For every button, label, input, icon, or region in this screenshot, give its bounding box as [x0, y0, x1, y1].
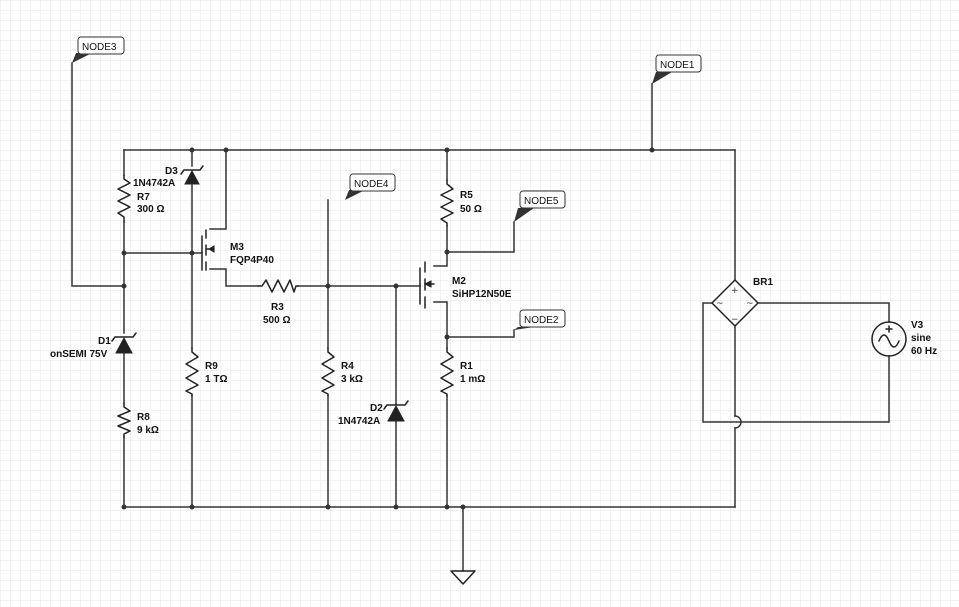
- resistor-r8-symbol[interactable]: [117, 402, 131, 438]
- net-tag-label: NODE5: [524, 196, 559, 207]
- r5-value-label: 50 Ω: [460, 204, 482, 215]
- zener-d2-symbol[interactable]: [383, 400, 409, 422]
- r3-ref-label: R3: [271, 302, 284, 313]
- zener-d1-symbol[interactable]: [111, 332, 137, 354]
- r7-value-label: 300 Ω: [137, 204, 164, 215]
- zener-d3-symbol[interactable]: [180, 165, 204, 185]
- m3-value-label: FQP4P40: [230, 255, 274, 266]
- d3-value-label: 1N4742A: [133, 178, 175, 189]
- net-tag-node3[interactable]: NODE3: [72, 36, 125, 63]
- m2-ref-label: M2: [452, 276, 466, 287]
- resistor-r7-symbol[interactable]: [117, 174, 131, 223]
- net-tag-label: NODE1: [660, 60, 695, 71]
- resistor-r4-symbol[interactable]: [321, 347, 335, 397]
- bridge-plus-symbol: +: [731, 286, 739, 296]
- net-tag-node4[interactable]: NODE4: [345, 173, 396, 200]
- d1-ref-label: D1: [98, 336, 111, 347]
- v3-value-label: sine: [911, 333, 931, 344]
- ac-source-v3-symbol[interactable]: [871, 321, 907, 357]
- r5-ref-label: R5: [460, 190, 473, 201]
- resistor-r9-symbol[interactable]: [185, 347, 199, 397]
- v3-freq-label: 60 Hz: [911, 346, 937, 357]
- d1-value-label: onSEMI 75V: [50, 349, 108, 360]
- r8-ref-label: R8: [137, 412, 150, 423]
- m2-value-label: SiHP12N50E: [452, 289, 512, 300]
- r7-ref-label: R7: [137, 192, 150, 203]
- net-tag-label: NODE2: [524, 315, 559, 326]
- net-tag-node1[interactable]: NODE1: [652, 54, 702, 84]
- net-tag-node2[interactable]: NODE2: [514, 309, 566, 330]
- bridge-br1-symbol[interactable]: [711, 279, 759, 327]
- r4-ref-label: R4: [341, 361, 354, 372]
- net-tag-label: NODE3: [82, 42, 117, 53]
- r4-value-label: 3 kΩ: [341, 374, 363, 385]
- net-tag-node5[interactable]: NODE5: [514, 190, 566, 222]
- resistor-r1-symbol[interactable]: [440, 347, 454, 397]
- resistor-r3-symbol[interactable]: [257, 279, 299, 293]
- net-tag-label: NODE4: [354, 179, 389, 190]
- r9-ref-label: R9: [205, 361, 218, 372]
- bridge-ac-right-symbol: ~: [746, 299, 754, 309]
- r3-value-label: 500 Ω: [263, 315, 290, 326]
- r9-value-label: 1 TΩ: [205, 374, 227, 385]
- resistor-r5-symbol[interactable]: [440, 179, 454, 227]
- br1-ref-label: BR1: [753, 277, 773, 288]
- r1-ref-label: R1: [460, 361, 473, 372]
- d2-ref-label: D2: [370, 403, 383, 414]
- bridge-ac-left-symbol: ~: [716, 299, 724, 309]
- wires: [71, 62, 890, 572]
- r1-value-label: 1 mΩ: [460, 374, 485, 385]
- d3-ref-label: D3: [165, 166, 178, 177]
- d2-value-label: 1N4742A: [338, 416, 380, 427]
- junction-dots: [121, 147, 655, 510]
- v3-ref-label: V3: [911, 320, 924, 331]
- mosfet-m2-symbol[interactable]: [419, 261, 435, 309]
- m3-ref-label: M3: [230, 242, 244, 253]
- bridge-minus-symbol: −: [731, 315, 739, 325]
- mosfet-m3-symbol[interactable]: [201, 229, 215, 271]
- ground-symbol[interactable]: [450, 570, 476, 585]
- r8-value-label: 9 kΩ: [137, 425, 159, 436]
